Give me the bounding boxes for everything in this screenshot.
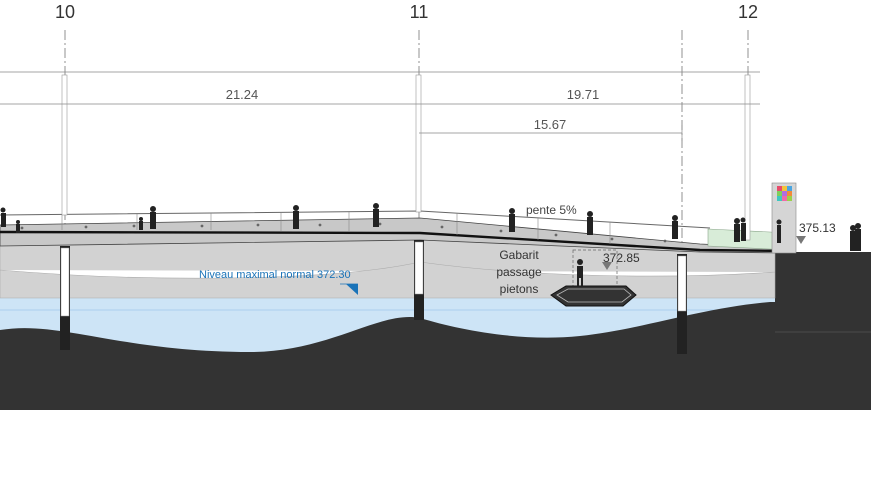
dimension-span-sub: 15.67 bbox=[534, 117, 567, 132]
boat-passenger bbox=[577, 259, 583, 286]
dimension-span-11-12: 19.71 bbox=[567, 87, 600, 102]
boat-inner bbox=[556, 288, 632, 303]
dimension-lines bbox=[0, 71, 760, 141]
deck-level-marker-icon bbox=[796, 236, 806, 244]
water-level-marker-icon bbox=[346, 284, 358, 295]
pedestrians bbox=[0, 203, 861, 251]
clearance-label-line3: pietons bbox=[500, 282, 539, 296]
piers bbox=[60, 240, 687, 354]
quay-right bbox=[775, 252, 871, 410]
masts bbox=[61, 74, 751, 241]
slope-label: pente 5% bbox=[526, 203, 577, 217]
boat bbox=[550, 285, 637, 307]
dimension-span-10-11: 21.24 bbox=[226, 87, 259, 102]
clearance-level-label: 372.85 bbox=[603, 251, 640, 265]
axis-label-10: 10 bbox=[55, 2, 75, 22]
max-water-level-label: Niveau maximal normal 372.30 bbox=[199, 269, 351, 281]
axis-label-12: 12 bbox=[738, 2, 758, 22]
railing-posts bbox=[61, 212, 611, 244]
river-bed bbox=[0, 302, 775, 410]
clearance-label-line1: Gabarit bbox=[499, 248, 539, 262]
railing-dots bbox=[20, 222, 667, 243]
clearance-level-marker-icon bbox=[602, 262, 612, 270]
clearance-label-line2: passage bbox=[496, 265, 542, 279]
deck-top-line bbox=[0, 230, 791, 253]
signal-tower-panel bbox=[777, 186, 792, 201]
axis-label-11: 11 bbox=[410, 2, 429, 22]
deck-level-label: 375.13 bbox=[799, 221, 836, 235]
